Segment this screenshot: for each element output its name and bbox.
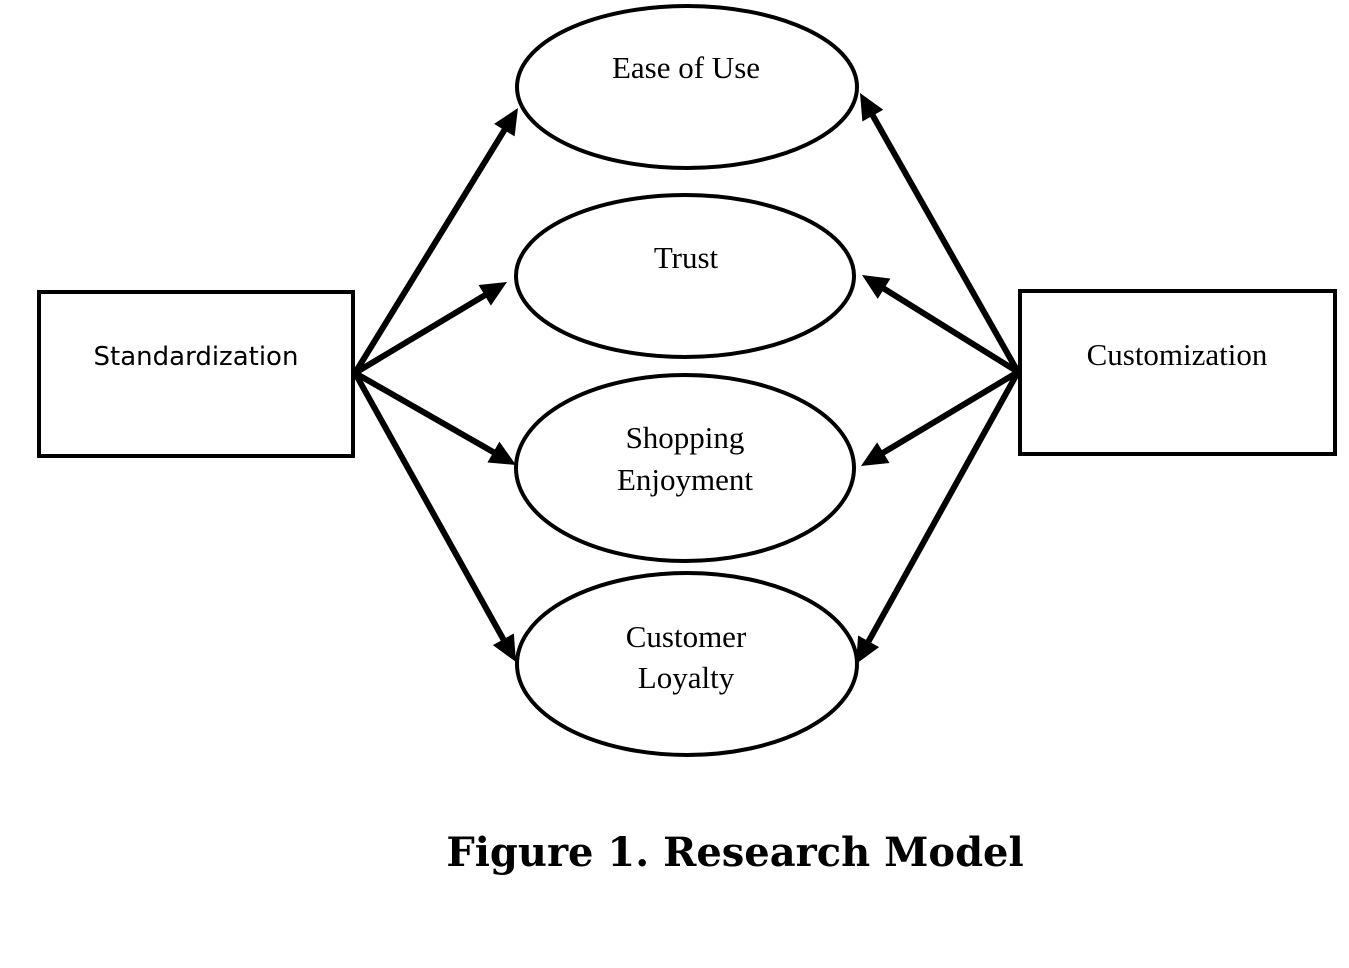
customization-label: Customization [1087,337,1268,372]
node-trust: Trust [514,193,856,359]
node-standardization: Standardization [37,290,355,458]
node-customer-loyalty: Customer Loyalty [515,571,859,757]
standardization-label: Standardization [94,342,299,372]
customer-loyalty-ellipse [515,571,859,757]
customer-loyalty-label-line1: Customer [626,619,747,654]
standardization-box [37,290,355,458]
edge-standardization-to-trust [353,291,488,376]
edge-customization-to-customer_loyalty [865,370,1021,645]
edge-customization-to-trust [880,285,1020,375]
customization-box [1018,289,1337,456]
shopping-enjoyment-label-line2: Enjoyment [617,462,753,497]
node-customization: Customization [1018,289,1337,456]
arrowhead-icon [478,282,507,306]
ease-of-use-label: Ease of Use [612,50,760,85]
shopping-enjoyment-ellipse [514,373,856,563]
shopping-enjoyment-label-line1: Shopping [626,420,745,455]
edge-standardization-to-ease_of_use [352,126,508,375]
edge-customization-to-ease_of_use [869,112,1021,374]
trust-label: Trust [654,240,719,275]
arrowhead-icon [860,93,884,122]
arrowhead-icon [494,108,518,137]
arrowhead-icon [856,635,880,664]
arrowhead-icon [862,275,891,299]
node-shopping-enjoyment: Shopping Enjoyment [514,373,856,563]
edge-customization-to-shopping_enjoyment [880,369,1020,457]
figure-caption: Figure 1. Research Model [446,829,1023,876]
ease-of-use-ellipse [515,4,859,170]
customer-loyalty-label-line2: Loyalty [638,660,735,695]
arrowhead-icon [861,442,890,466]
node-ease-of-use: Ease of Use [515,4,859,170]
edges-group [352,93,1021,664]
trust-ellipse [514,193,856,359]
edge-standardization-to-customer_loyalty [352,371,507,643]
edge-standardization-to-shopping_enjoyment [353,370,497,456]
arrowhead-icon [492,633,516,662]
arrowhead-icon [487,441,516,465]
